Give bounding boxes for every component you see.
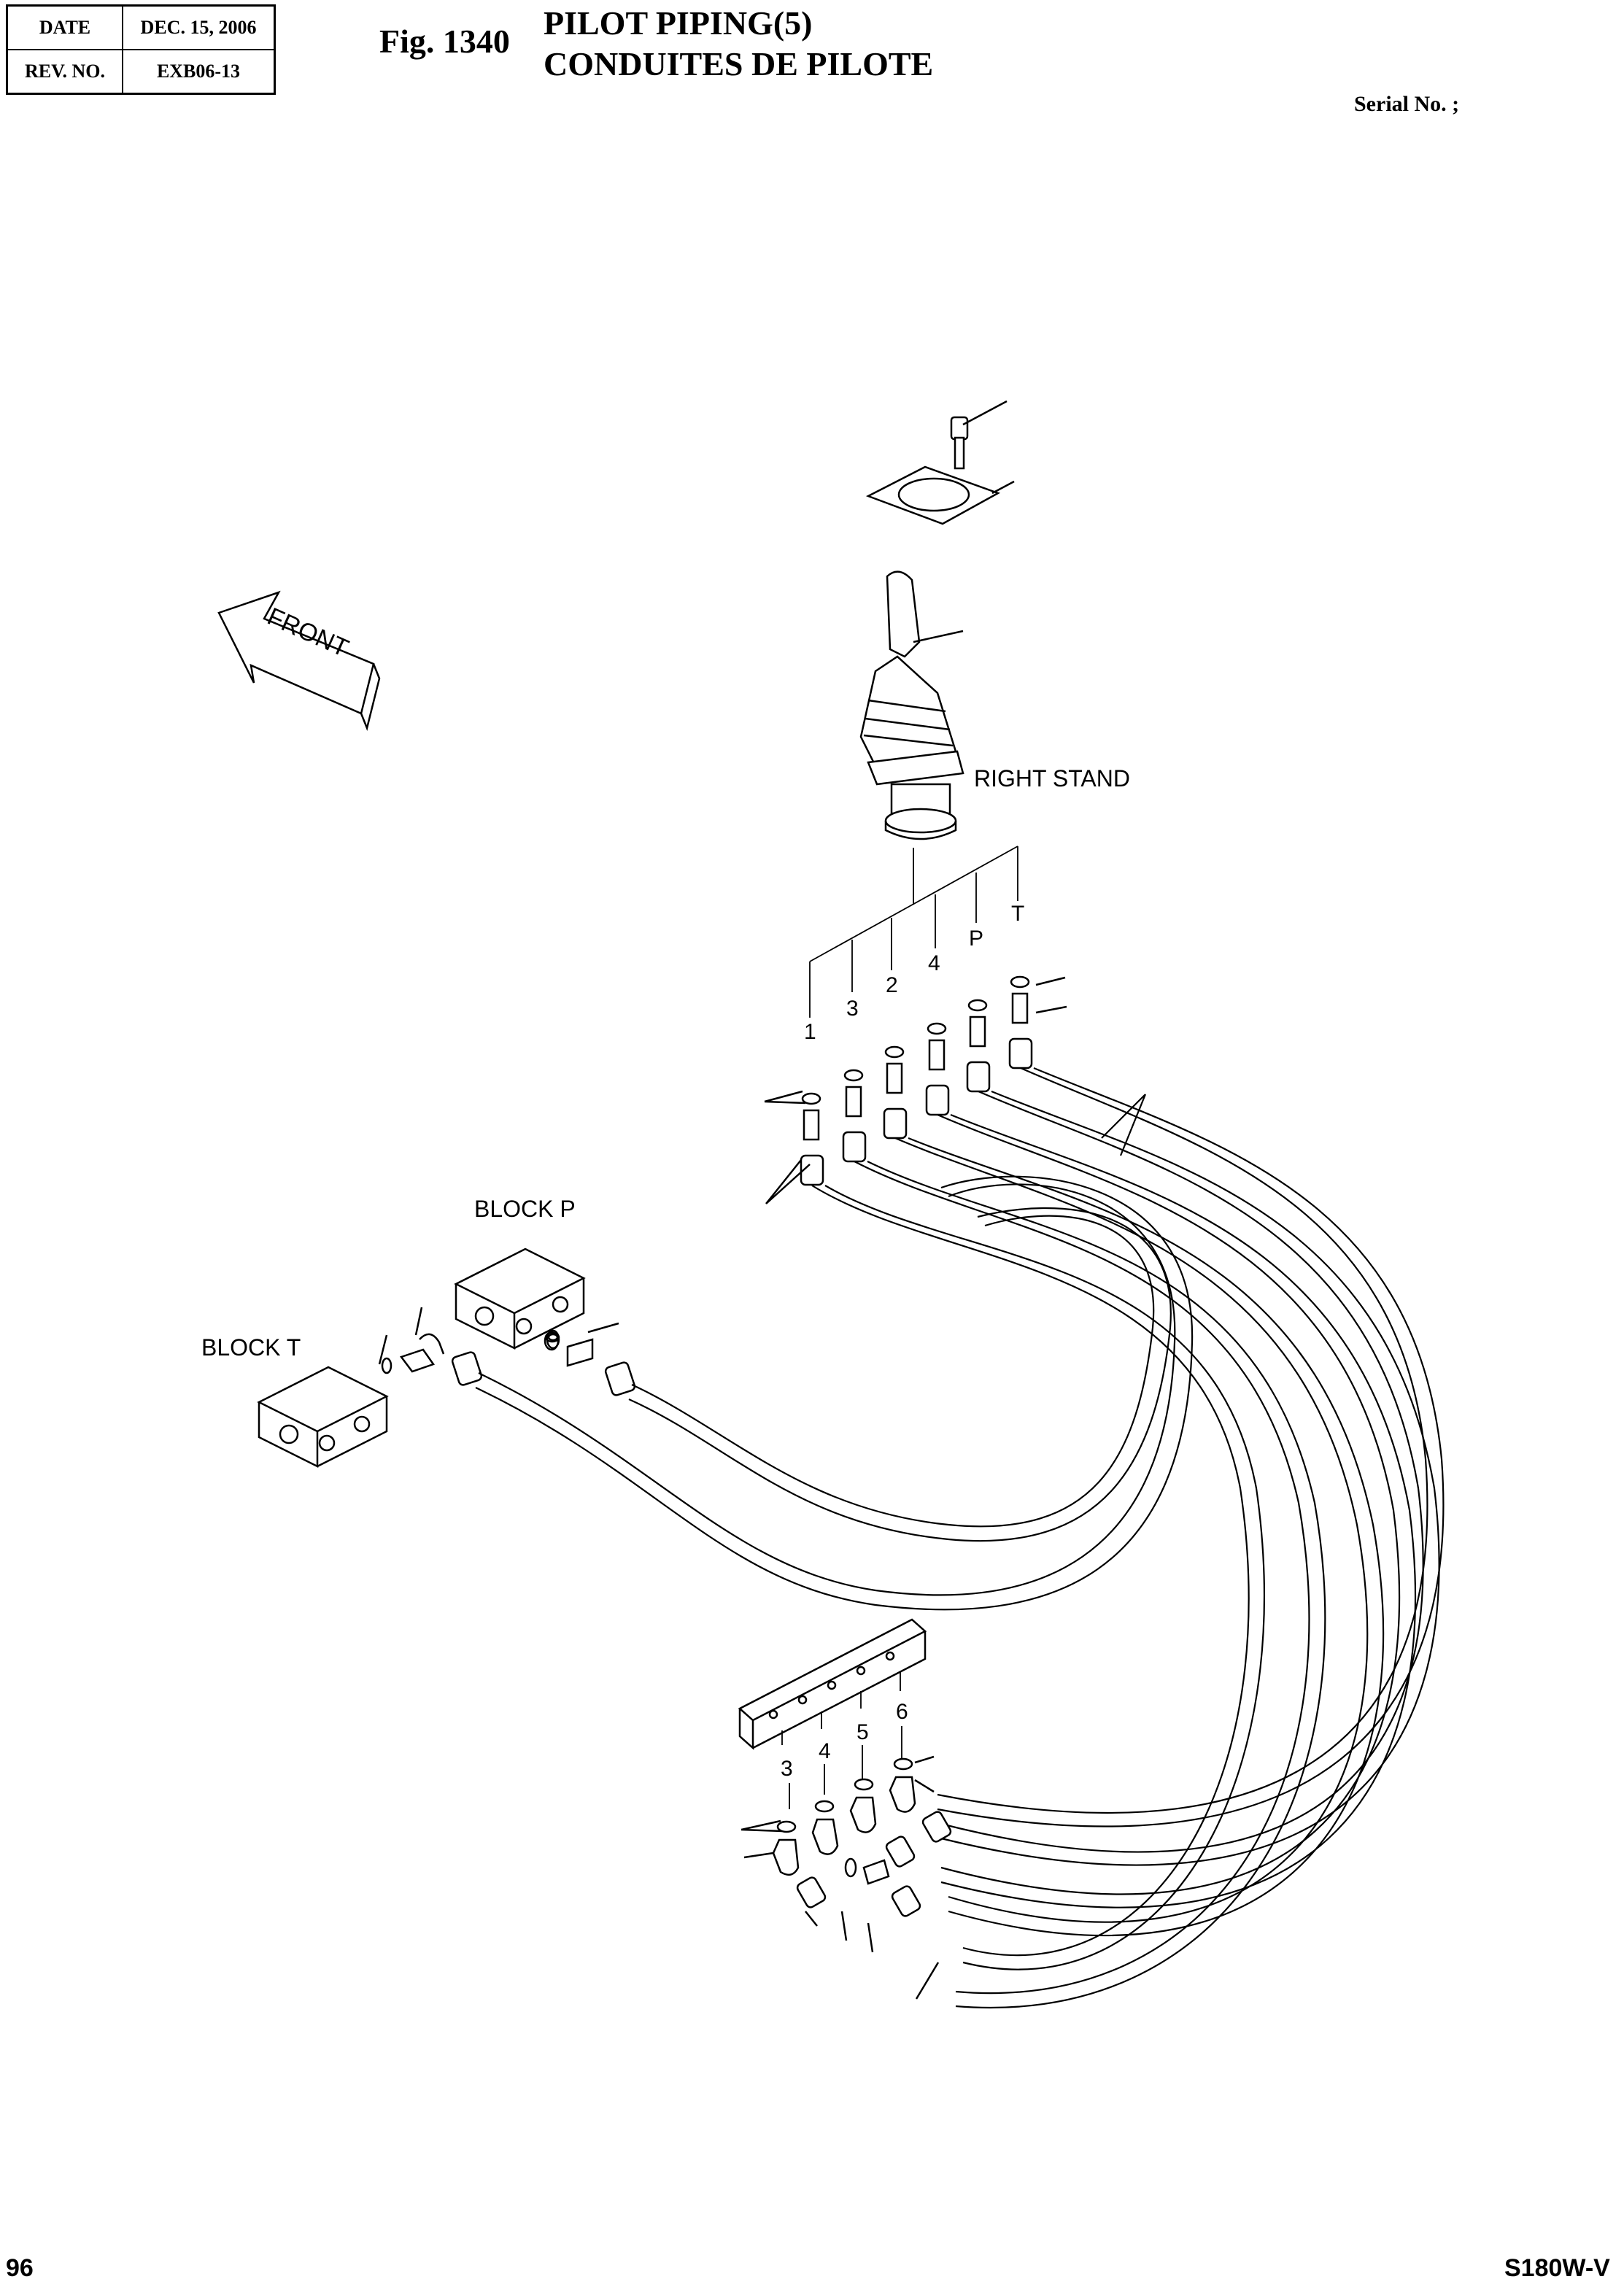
serial-number: Serial No. ; xyxy=(1354,92,1460,116)
joystick-fittings xyxy=(764,975,1067,1204)
mounting-bolt xyxy=(950,400,1008,470)
title-english: PILOT PIPING(5) xyxy=(544,4,813,42)
pilot-joystick: RIGHT STAND xyxy=(859,570,1130,840)
svg-text:P: P xyxy=(969,927,983,951)
block-hoses xyxy=(475,1175,1194,1611)
title-french: CONDUITES DE PILOTE xyxy=(544,45,934,82)
svg-text:6: 6 xyxy=(896,1700,908,1724)
svg-text:3: 3 xyxy=(781,1757,793,1781)
right-stand-label: RIGHT STAND xyxy=(974,765,1130,792)
joystick-port-labels: 1 3 2 4 P T xyxy=(804,902,1024,1044)
rev-value: EXB06-13 xyxy=(122,49,276,95)
date-value: DEC. 15, 2006 xyxy=(122,4,276,50)
manifold-block xyxy=(738,1618,927,1750)
joystick-hoses xyxy=(811,1067,1445,2008)
mounting-plate xyxy=(865,465,1015,525)
svg-text:T: T xyxy=(1011,902,1024,926)
page-number: 96 xyxy=(6,2254,34,2282)
block-p: BLOCK P xyxy=(454,1196,586,1351)
manifold-port-labels: 3 4 5 6 xyxy=(781,1700,908,1781)
block-t: BLOCK T xyxy=(201,1334,389,1469)
date-label: DATE xyxy=(6,4,123,50)
manifold-fittings xyxy=(741,1755,952,2000)
rev-label: REV. NO. xyxy=(6,49,123,95)
svg-text:4: 4 xyxy=(928,951,940,975)
block-p-label: BLOCK P xyxy=(474,1196,576,1222)
svg-text:5: 5 xyxy=(857,1720,869,1744)
port-leader-tree xyxy=(809,846,1018,1018)
svg-text:4: 4 xyxy=(819,1739,831,1763)
figure-number: Fig. 1340 xyxy=(379,23,510,60)
svg-text:1: 1 xyxy=(804,1020,816,1044)
front-arrow: FRONT xyxy=(217,590,381,732)
revision-table: DATE DEC. 15, 2006 REV. NO. EXB06-13 xyxy=(6,4,276,95)
figure-title: PILOT PIPING(5) CONDUITES DE PILOTE xyxy=(544,3,933,85)
block-t-label: BLOCK T xyxy=(201,1334,301,1361)
block-adapters xyxy=(378,1307,636,1396)
svg-text:3: 3 xyxy=(846,997,859,1021)
svg-text:2: 2 xyxy=(886,973,898,997)
model-number: S180W-V xyxy=(1504,2254,1610,2282)
manifold-leaders xyxy=(781,1672,902,1809)
